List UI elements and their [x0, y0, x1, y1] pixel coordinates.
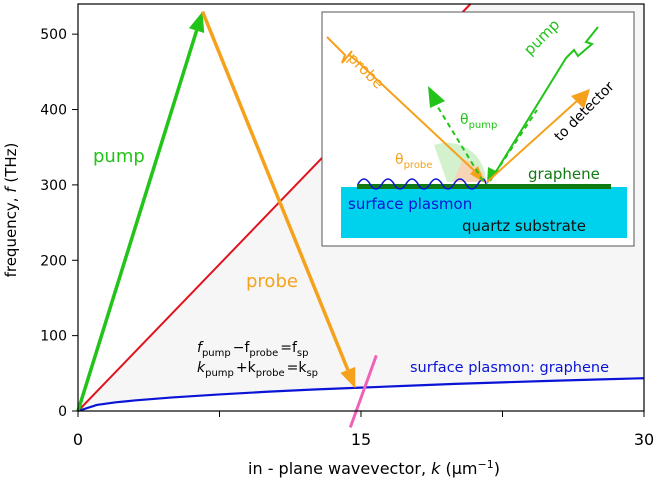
pump-label: pump [93, 146, 145, 167]
x-tick-label: 15 [351, 430, 371, 449]
x-tick-label: 30 [634, 430, 654, 449]
pump-arrow [76, 11, 205, 412]
graphene-label: graphene [528, 165, 600, 183]
probe-label: probe [246, 271, 298, 292]
reflected-pump-beam [435, 103, 484, 182]
theta-pump-label: θpump [460, 112, 497, 131]
x-axis-title: in - plane wavevector, k (μm−1) [248, 458, 500, 478]
plasmon-curve [77, 377, 645, 413]
surface-plasmon-label: surface plasmon [348, 195, 472, 213]
surface-plasmon-wave [357, 178, 487, 190]
equation-frequency: fpump−fprobe=fsp [197, 340, 308, 359]
y-tick-label: 100 [40, 329, 67, 345]
graphene-layer [357, 184, 611, 189]
momentum-marker [348, 354, 378, 428]
pump-arrow-shaft [76, 30, 199, 412]
y-tick-label: 500 [40, 27, 67, 43]
detector-beam [486, 99, 579, 183]
x-tick-label: 0 [73, 430, 83, 449]
equation-wavevector: kpump+kprobe=ksp [197, 360, 318, 379]
quartz-substrate [341, 187, 627, 238]
theta-probe-label: θprobe [395, 152, 432, 171]
y-tick-label: 200 [40, 253, 67, 269]
y-axis-title: frequency, f (THz) [2, 143, 20, 278]
probe-beam [326, 36, 481, 177]
probe-arrow-shaft [200, 10, 350, 371]
inset-schematic: probe pump to detector θpump θprobe grap… [321, 11, 635, 247]
plasmon-curve-label: surface plasmon: graphene [410, 360, 609, 376]
y-tick-label: 300 [40, 178, 67, 194]
pump-beam [491, 26, 599, 179]
quartz-substrate-label: quartz substrate [462, 217, 586, 235]
probe-arrow [200, 10, 356, 389]
y-tick-label: 400 [40, 103, 67, 119]
detector-beam-head [571, 89, 590, 109]
probe-arrow-head [340, 366, 356, 389]
reflected-pump-head [428, 86, 445, 108]
y-tick-label: 0 [58, 404, 67, 420]
pump-arrow-head [188, 11, 205, 34]
